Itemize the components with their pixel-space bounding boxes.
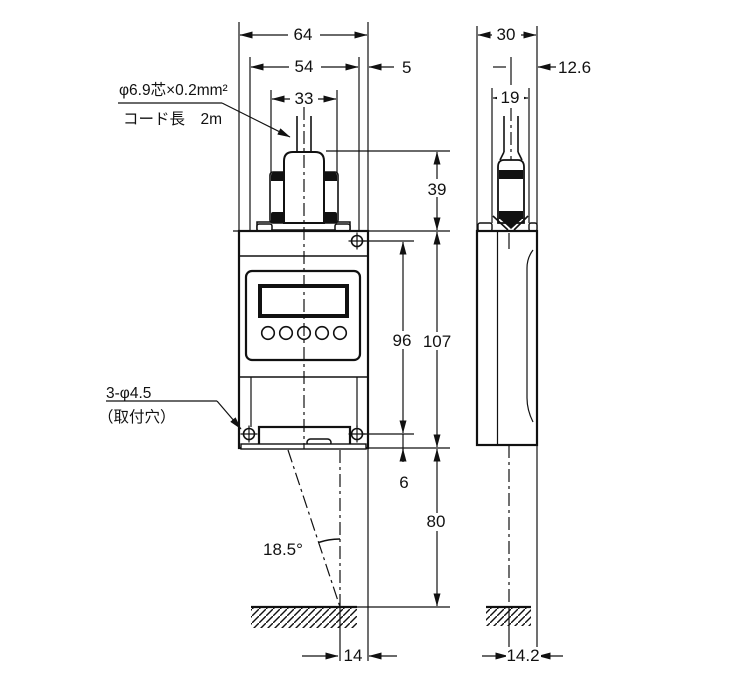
dim-body-height: 107	[423, 332, 451, 351]
dim-connector-width: 33	[295, 89, 314, 108]
side-foot-left	[477, 222, 493, 232]
dim-height-below: 80	[427, 512, 446, 531]
ground-hatch	[251, 607, 357, 628]
button-row	[260, 325, 348, 341]
mounting-screw-top	[348, 232, 366, 250]
dim-pivot-to-edge: 14	[344, 646, 363, 665]
mounting-screw-bottom-left	[240, 425, 258, 443]
side-dimensions: 30 12.6 19 14.2	[477, 25, 591, 665]
dim-connector-height: 39	[428, 180, 447, 199]
panel-bezel	[244, 269, 362, 362]
button-1	[260, 325, 276, 341]
button-4	[314, 325, 330, 341]
front-extension-lines	[233, 22, 450, 661]
angle-arc	[318, 538, 341, 544]
dim-connector-depth: 19	[501, 88, 520, 107]
side-ground-hatch	[486, 607, 531, 626]
side-body	[475, 229, 539, 447]
front-view: 64 54 5 33 39 96	[98, 22, 454, 665]
side-body-outline	[475, 229, 539, 447]
dim-bottom-offset: 6	[399, 473, 408, 492]
side-extension-lines	[476, 26, 538, 661]
side-connector	[477, 108, 538, 232]
dim-depth: 30	[497, 25, 516, 44]
front-ground-tilt	[251, 449, 357, 661]
cord-spec-label: φ6.9芯×0.2mm²	[119, 81, 228, 99]
holes-leader-line	[216, 400, 242, 430]
side-view: 30 12.6 19 14.2	[475, 25, 591, 665]
dim-center-to-back: 14.2	[506, 646, 539, 665]
cord-leader-line	[221, 102, 291, 138]
button-5	[332, 325, 348, 341]
dim-connector-offset: 12.6	[558, 58, 591, 77]
mount-holes-label: 3-φ4.5	[106, 385, 151, 402]
dim-tilt-angle: 18.5°	[263, 540, 303, 559]
dim-width-overall: 64	[294, 25, 313, 44]
dim-width-upper: 54	[295, 57, 314, 76]
side-back-contour	[526, 249, 534, 423]
front-dimensions: 64 54 5 33 39 96	[239, 25, 454, 665]
side-ground	[486, 445, 531, 661]
dim-hole-pitch: 96	[393, 331, 412, 350]
mounting-screw-bottom-right	[348, 425, 366, 443]
front-labels: φ6.9芯×0.2mm² コード長 2m 3-φ4.5 （取付穴）	[98, 81, 291, 430]
cord	[296, 116, 312, 152]
mount-holes-note: （取付穴）	[98, 408, 176, 426]
dim-edge-gap: 5	[402, 58, 411, 77]
tilt-centerline	[287, 449, 341, 608]
cord-length-label: コード長 2m	[123, 111, 222, 128]
side-foot-right	[528, 222, 538, 232]
button-2	[278, 325, 294, 341]
